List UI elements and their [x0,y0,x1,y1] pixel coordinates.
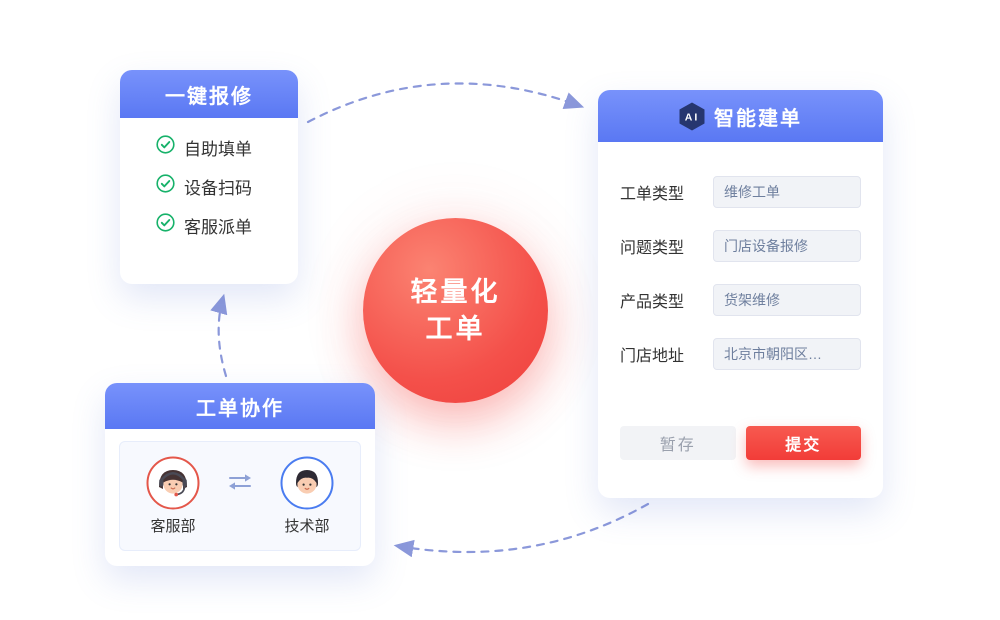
check-circle-icon [156,135,175,159]
center-badge-line1: 轻量化 [410,277,501,308]
arrow-collab-to-repair [210,293,228,378]
arrow-repair-to-ai [306,82,585,124]
card-ai-smart-order: AI 智能建单 工单类型 问题类型 产品类型 门店地址 暂 [598,90,883,498]
field-label-order-type: 工单类型 [620,186,685,203]
swap-arrows-icon [226,471,254,498]
ai-card-header: AI 智能建单 [598,90,883,142]
card-one-click-repair: 一键报修 自助填单 设备扫码 [120,70,298,284]
ai-card-body: 工单类型 问题类型 产品类型 门店地址 暂存 提交 [598,142,883,460]
form-row: 问题类型 [620,230,861,262]
issue-type-input[interactable] [713,230,861,262]
list-item-label: 自助填单 [184,139,252,159]
form-row: 门店地址 [620,338,861,370]
submit-button[interactable]: 提交 [745,426,861,460]
check-circle-icon [156,174,175,198]
repair-card-body: 自助填单 设备扫码 客服派单 [120,118,298,237]
list-item: 自助填单 [156,135,298,159]
store-address-input[interactable] [713,338,861,370]
field-label-store-address: 门店地址 [620,348,685,365]
tech-dept-avatar [280,456,334,510]
center-badge-line2: 工单 [425,313,486,344]
field-label-issue-type: 问题类型 [620,240,685,257]
list-item: 客服派单 [156,213,298,237]
list-item-label: 客服派单 [184,217,252,237]
save-draft-button[interactable]: 暂存 [620,426,736,460]
card-order-collaboration: 工单协作 [105,383,375,566]
ai-card-title: 智能建单 [714,107,802,130]
repair-card-title: 一键报修 [120,70,298,118]
order-type-input[interactable] [713,176,861,208]
ai-badge-text: AI [685,111,700,123]
form-actions: 暂存 提交 [620,426,861,460]
member-tech-dept: 技术部 [280,456,334,536]
member-label: 技术部 [284,518,330,535]
arrow-ai-to-collab [393,502,650,558]
member-customer-service: 客服部 [146,456,200,536]
form-row: 工单类型 [620,176,861,208]
collab-panel: 客服部 [119,441,361,551]
list-item-label: 设备扫码 [184,178,252,198]
form-row: 产品类型 [620,284,861,316]
member-label: 客服部 [150,518,196,535]
field-label-product-type: 产品类型 [620,294,685,311]
center-badge: 轻量化 工单 [363,218,548,403]
ai-hexagon-icon: AI [679,102,705,131]
collab-card-title: 工单协作 [105,383,375,429]
collab-card-body: 客服部 [105,429,375,551]
check-circle-icon [156,213,175,237]
customer-service-avatar [146,456,200,510]
list-item: 设备扫码 [156,174,298,198]
product-type-input[interactable] [713,284,861,316]
